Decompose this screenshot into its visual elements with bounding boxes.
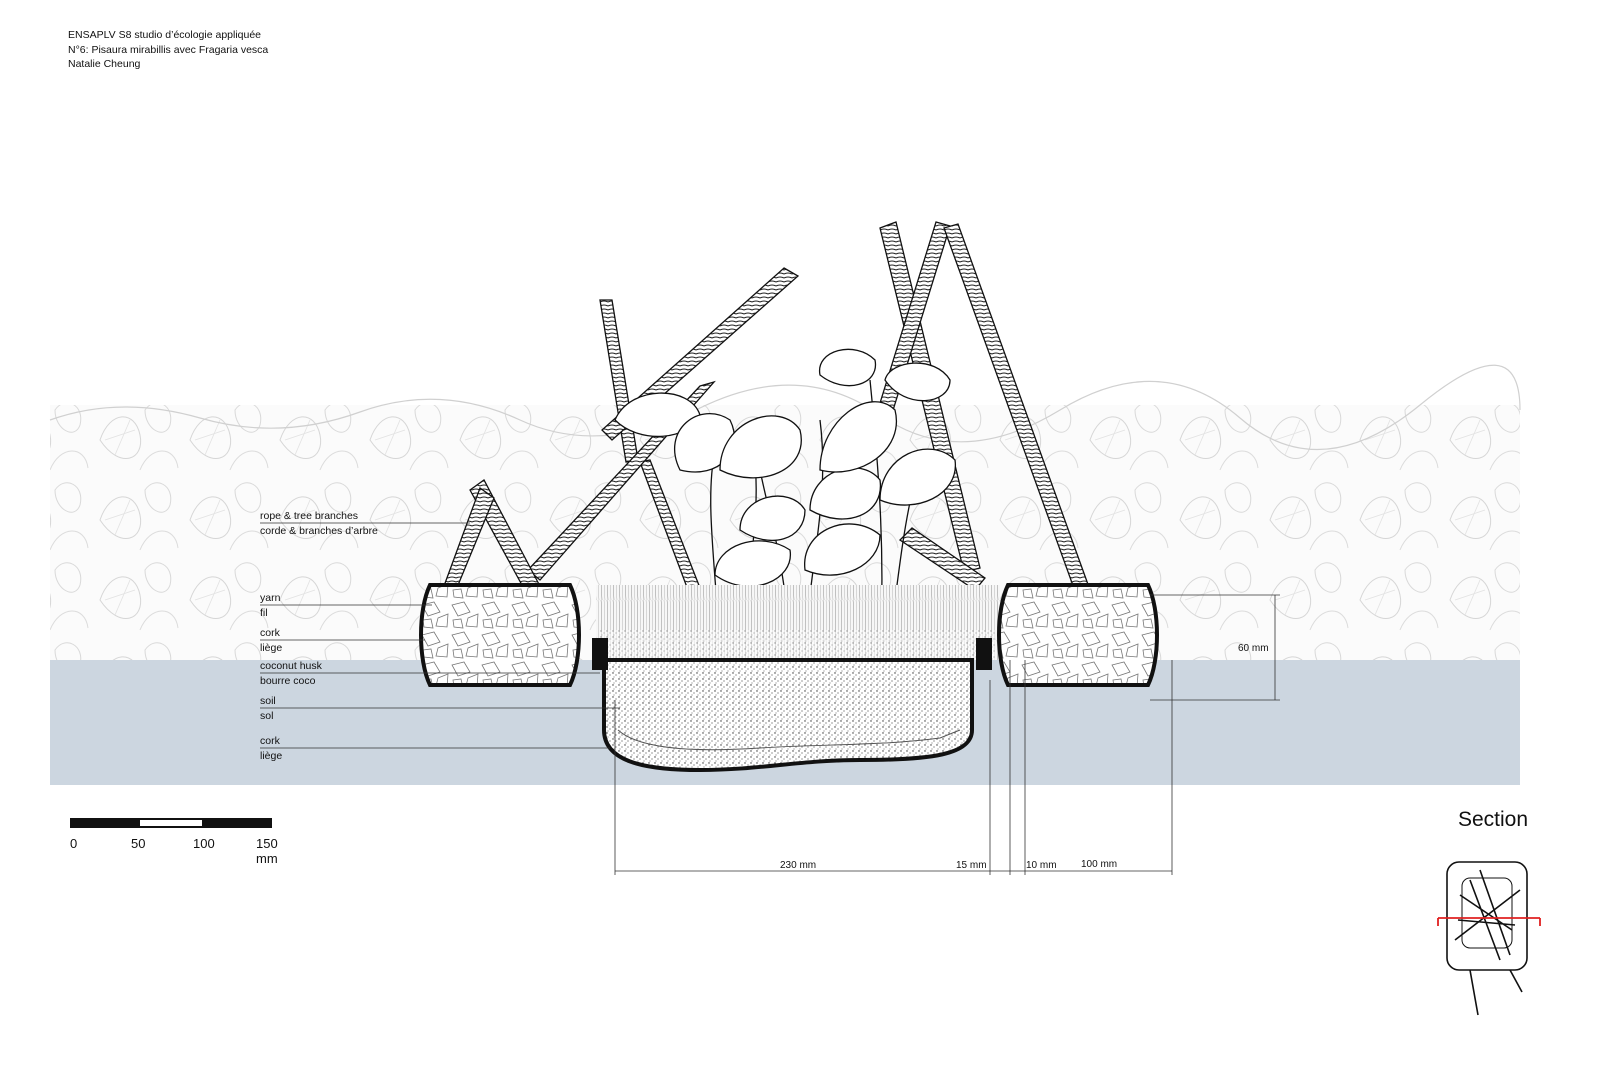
label-soil-fr: sol [260,710,273,722]
foliage-edge [49,364,1521,451]
label-cork2-en: cork [260,735,281,747]
right-cork-ring [997,583,1159,687]
soil-pot [602,658,974,773]
dim-15: 15 mm [956,860,987,871]
label-cork2-fr: liège [260,750,282,762]
scale-tick-50: 50 [131,836,146,851]
label-yarn-fr: fil [260,607,268,619]
label-coconut-fr: bourre coco [260,675,316,687]
dimension-lines [614,594,1280,875]
dim-230: 230 mm [780,860,816,871]
left-cork-ring [419,583,581,687]
scale-tick-0: 0 [70,836,78,851]
label-cork-fr: liège [260,642,282,654]
scale-bar [70,818,272,828]
dimension-texts: 60 mm 230 mm 15 mm 10 mm 100 mm [780,643,1269,871]
key-plan [1437,861,1541,1016]
label-rope-en: rope & tree branches [260,510,358,522]
title-block: ENSAPLV S8 studio d’écologie appliquée N… [68,28,268,72]
label-cork-en: cork [260,627,281,639]
dim-height: 60 mm [1238,643,1269,654]
section-title: Section [1458,808,1529,831]
project-line: N°6: Pisaura mirabillis avec Fragaria ve… [68,43,269,56]
material-labels: rope & tree branches corde & branches d’… [260,510,378,762]
scale-tick-100: 100 [193,836,215,851]
label-yarn-en: yarn [260,592,281,604]
label-soil-en: soil [260,695,276,707]
studio-line: ENSAPLV S8 studio d’écologie appliquée [68,29,262,41]
author-line: Natalie Cheung [68,58,141,70]
strawberry-plants [614,348,956,651]
dim-10: 10 mm [1026,860,1057,871]
dim-100: 100 mm [1081,859,1117,870]
yarn-band [600,630,995,660]
scale-tick-150: 150 mm [256,836,278,866]
right-clip [976,638,992,670]
leader-lines [260,522,620,749]
left-clip [592,638,608,670]
label-coconut-en: coconut husk [260,660,323,672]
label-rope-fr: corde & branches d’arbre [260,525,378,537]
pot-cork-lining [617,729,961,751]
